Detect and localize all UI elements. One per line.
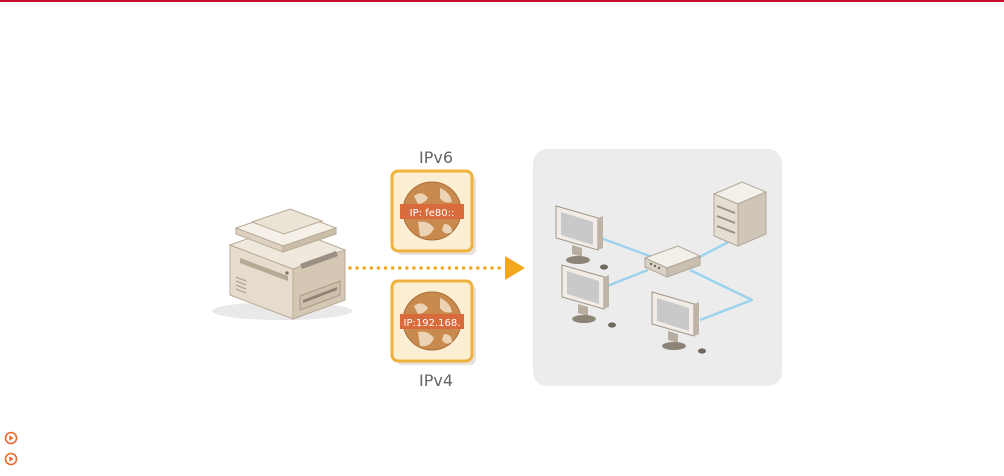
- ipv4-address: IP:192.168.: [404, 318, 461, 329]
- arrow-right-icon: [350, 256, 525, 280]
- ipv6-address: IP: fe80::: [410, 208, 455, 219]
- server-icon: [714, 182, 766, 246]
- ipv6-label: IPv6: [419, 148, 453, 167]
- ipv4-label: IPv4: [419, 371, 453, 390]
- list-item[interactable]: [4, 430, 24, 444]
- list-item[interactable]: [4, 451, 24, 465]
- circle-arrow-right-icon: [4, 452, 18, 466]
- circle-arrow-right-icon: [4, 431, 18, 445]
- multifunction-printer-icon: [212, 209, 352, 320]
